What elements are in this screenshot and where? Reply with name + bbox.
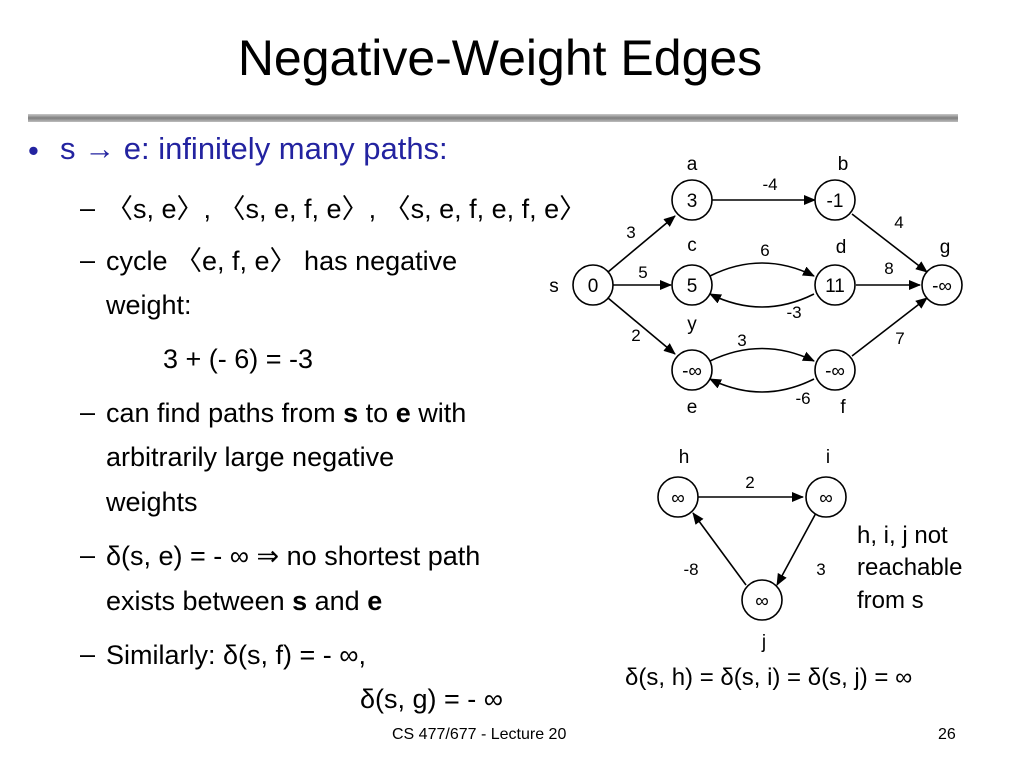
- node-c-label: c: [687, 235, 697, 256]
- node-h: [657, 476, 699, 518]
- dash-marker: –: [80, 540, 96, 570]
- node-a: [671, 179, 713, 221]
- bullet-s-to-e: s → e: infinitely many paths:: [60, 131, 448, 166]
- node-y-label: y: [687, 314, 697, 335]
- node-h-label: h: [679, 447, 690, 468]
- node-b: [814, 179, 856, 221]
- node-i-label: i: [826, 447, 830, 468]
- bullet-paths-list: 〈s, e〉, 〈s, e, f, e〉, 〈s, e, f, e, f, e〉: [106, 194, 587, 224]
- bullet-cycle: cycle 〈e, f, e〉 has negative: [106, 246, 458, 276]
- weight-s-a: 3: [626, 223, 635, 242]
- bullet-delta-se: δ(s, e) = - ∞ ⇒ no shortest path: [106, 541, 481, 571]
- node-s: [572, 264, 614, 306]
- footer-course: CS 477/677 - Lecture 20: [392, 726, 567, 743]
- node-e-value: -∞: [682, 361, 702, 382]
- bullet-find-paths-cont: arbitrarily large negative: [106, 442, 395, 472]
- weight-d-c: -3: [786, 303, 801, 322]
- node-b-value: -1: [827, 191, 844, 212]
- weight-i-j: 3: [816, 560, 825, 579]
- edge-d-c: [709, 293, 815, 308]
- node-b-label: b: [838, 154, 849, 175]
- edge-i-j: [776, 512, 817, 586]
- weight-f-g: 7: [895, 329, 904, 348]
- edge-f-g: [851, 297, 928, 357]
- node-e-label: e: [687, 397, 698, 418]
- node-f-label: f: [840, 397, 846, 418]
- dash-marker: –: [80, 193, 96, 223]
- bullet-delta-sg: δ(s, g) = - ∞: [360, 684, 504, 714]
- unreachable-note-line2: reachable: [857, 554, 963, 581]
- node-e: [671, 349, 713, 391]
- node-g-value: -∞: [932, 276, 952, 297]
- bullet-cycle-cont: weight:: [106, 290, 192, 320]
- node-g: [921, 264, 963, 306]
- bullet-marker: •: [28, 133, 39, 168]
- text-segment: and: [307, 586, 368, 616]
- node-s-label: s: [549, 276, 559, 297]
- weight-s-c: 5: [638, 263, 647, 282]
- cycle-weight-sum: 3 + (- 6) = -3: [163, 344, 314, 374]
- node-j-value: ∞: [755, 591, 769, 612]
- weight-e-f: 3: [737, 331, 746, 350]
- footer-page-number: 26: [938, 726, 956, 743]
- dash-marker: –: [80, 397, 96, 427]
- var-e: e: [367, 586, 383, 616]
- bullet-find-paths: can find paths from s to e with: [106, 397, 466, 429]
- unreachable-note-line1: h, i, j not: [857, 522, 948, 549]
- edge-e-f: [709, 347, 815, 362]
- node-s-value: 0: [588, 276, 599, 297]
- weight-b-g: 4: [894, 213, 903, 232]
- node-g-label: g: [940, 237, 951, 258]
- dash-marker: –: [80, 639, 96, 669]
- text-segment: exists between: [106, 586, 293, 616]
- node-i-value: ∞: [819, 488, 833, 509]
- edge-c-d: [709, 262, 815, 277]
- weight-d-g: 8: [884, 259, 893, 278]
- unreachable-note-line3: from s: [857, 587, 924, 614]
- var-s: s: [292, 586, 308, 616]
- slide-title: Negative-Weight Edges: [237, 30, 763, 86]
- dash-marker: –: [80, 245, 96, 275]
- node-f: [814, 349, 856, 391]
- bullet-list: • s → e: infinitely many paths: – 〈s, e〉…: [28, 131, 587, 715]
- node-j-label: j: [761, 632, 766, 653]
- text-segment: with: [410, 398, 467, 428]
- text-segment: to: [358, 398, 396, 428]
- edge-j-h: [692, 512, 747, 586]
- node-d: [814, 264, 856, 306]
- node-j: [741, 579, 783, 621]
- node-d-label: d: [836, 237, 847, 258]
- edge-b-g: [851, 213, 928, 273]
- node-h-value: ∞: [671, 488, 685, 509]
- weight-s-e: 2: [631, 326, 640, 345]
- weight-j-h: -8: [683, 560, 698, 579]
- node-a-label: a: [687, 154, 698, 175]
- text-segment: can find paths from: [106, 398, 344, 428]
- var-s: s: [343, 398, 359, 428]
- node-i: [805, 476, 847, 518]
- bullet-similarly: Similarly: δ(s, f) = - ∞,: [106, 640, 367, 670]
- node-a-value: 3: [687, 191, 698, 212]
- bullet-delta-se-cont: exists between s and e: [106, 585, 382, 617]
- node-c-value: 5: [687, 276, 698, 297]
- bullet-find-paths-cont: weights: [106, 487, 198, 517]
- infinite-distance-equation: δ(s, h) = δ(s, i) = δ(s, j) = ∞: [625, 664, 913, 691]
- node-c: [671, 264, 713, 306]
- weight-h-i: 2: [745, 473, 754, 492]
- edge-s-a: [607, 215, 676, 273]
- node-f-value: -∞: [825, 361, 845, 382]
- edge-s-e: [607, 297, 676, 355]
- edge-f-e: [709, 378, 815, 393]
- weight-c-d: 6: [760, 241, 769, 260]
- node-d-value: 11: [825, 276, 845, 297]
- title-divider: [28, 114, 958, 122]
- var-e: e: [395, 398, 411, 428]
- weight-a-b: -4: [762, 175, 777, 194]
- weight-f-e: -6: [795, 389, 810, 408]
